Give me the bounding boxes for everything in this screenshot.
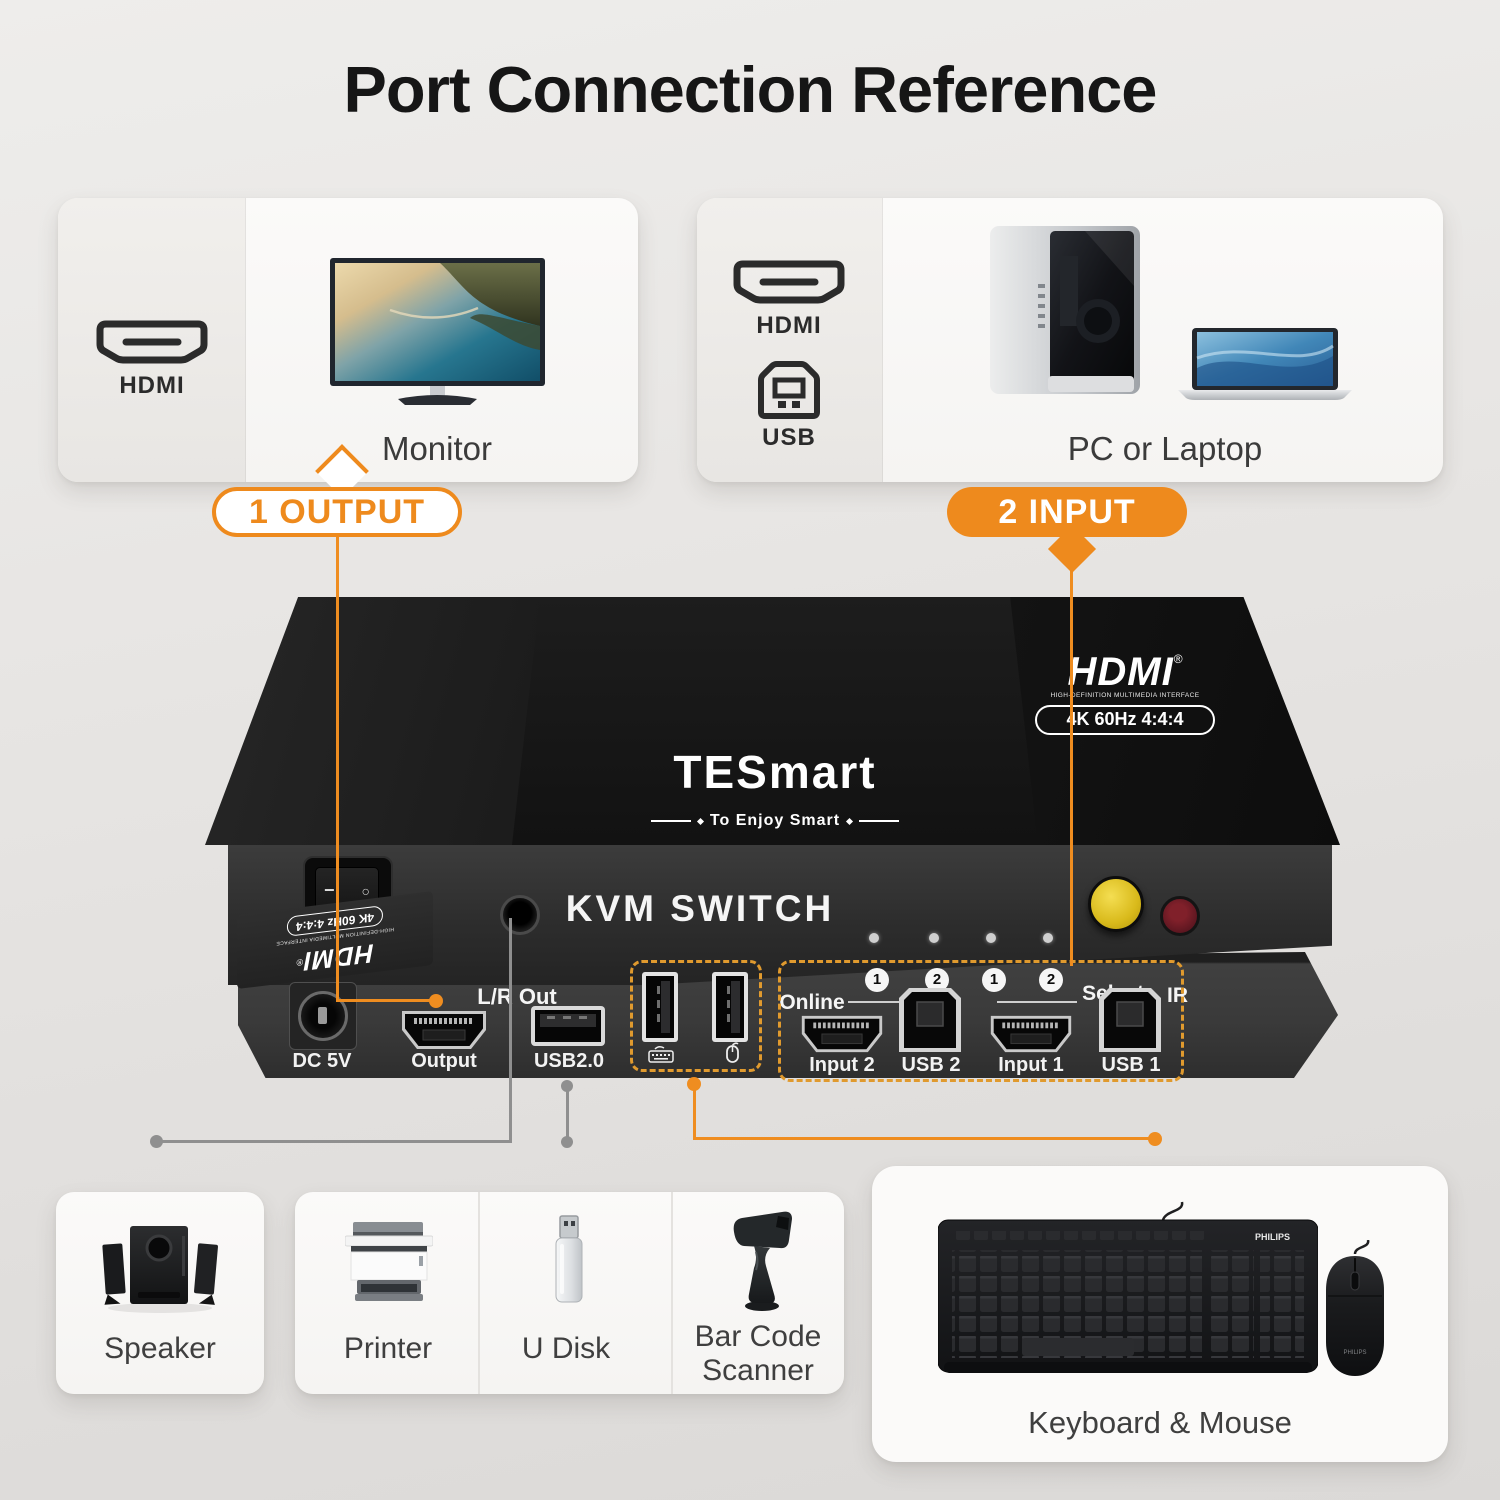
output-connection-line-vertical — [336, 535, 339, 1001]
tagline-decoration — [846, 817, 854, 825]
usb-icon — [757, 360, 821, 422]
barcode-scanner-label-line2: Scanner — [702, 1354, 814, 1387]
keyboard-icon — [648, 1044, 674, 1064]
select-button[interactable] — [1088, 876, 1144, 932]
hdmi-logo-block: HDMI® HIGH-DEFINITION MULTIMEDIA INTERFA… — [1035, 652, 1215, 735]
online-connector-line — [848, 1001, 940, 1003]
select-indicator-2: 2 — [1039, 968, 1063, 992]
hdmi-icon — [96, 320, 208, 370]
dc-power-jack[interactable] — [289, 982, 357, 1050]
card-divider — [671, 1192, 673, 1394]
hdmi-input1-port[interactable] — [987, 1014, 1075, 1054]
dc-jack-barrel — [298, 991, 348, 1041]
keyboard-usb-port[interactable] — [642, 972, 678, 1042]
speaker-label: Speaker — [104, 1332, 216, 1365]
usb-connection-line — [566, 1086, 569, 1142]
dc-port-label: DC 5V — [292, 1050, 352, 1072]
power-circle-mark: ○ — [361, 883, 370, 899]
hdmi-logo-subtext: HIGH-DEFINITION MULTIMEDIA INTERFACE — [1050, 692, 1200, 699]
speaker-connection-line-vertical — [509, 918, 512, 1142]
input2-port-label: Input 2 — [809, 1054, 875, 1076]
speaker-connection-line-horizontal — [157, 1140, 512, 1143]
select-connector-line — [997, 1001, 1077, 1003]
tagline-decoration — [859, 820, 900, 822]
output-connection-dot — [429, 994, 443, 1008]
input-connection-line-vertical — [1070, 556, 1073, 966]
mouse-icon — [724, 1042, 741, 1064]
mouse-image: PHILIPS — [1322, 1239, 1388, 1378]
dc-jack-pin — [318, 1007, 327, 1024]
monitor-label: Monitor — [381, 430, 493, 467]
speaker-image — [100, 1220, 220, 1314]
online-label: Online — [779, 991, 845, 1014]
pc-label: PC or Laptop — [1067, 430, 1263, 467]
output-badge: 1 OUTPUT — [212, 487, 462, 537]
online-indicator-1: 1 — [865, 968, 889, 992]
input1-port-label: Input 1 — [998, 1054, 1064, 1076]
select-indicator-1: 1 — [982, 968, 1006, 992]
barcode-scanner-image — [726, 1210, 796, 1312]
hdmi-icon-label: HDMI — [756, 312, 822, 339]
usb-icon-label: USB — [762, 424, 816, 451]
page-title: Port Connection Reference — [343, 53, 1158, 126]
hdmi-icon — [733, 260, 845, 310]
mouse-brand: PHILIPS — [1343, 1350, 1366, 1356]
brand-logo: TESmart — [673, 746, 877, 798]
barcode-scanner-label-line1: Bar Code — [694, 1320, 822, 1353]
usb2-port[interactable] — [897, 986, 963, 1054]
online-led-1 — [869, 933, 879, 943]
hdmi-logo-text: HDMI® — [1067, 650, 1183, 694]
keyboard-connection-line-vertical — [693, 1084, 696, 1140]
power-dash-mark: − — [324, 880, 335, 900]
keyboard-mouse-port-group — [630, 960, 762, 1072]
keyboard-brand: PHILIPS — [1255, 1232, 1290, 1242]
monitor-image — [330, 258, 545, 406]
select-led-1 — [986, 933, 996, 943]
brand-tagline: To Enjoy Smart — [625, 812, 925, 830]
udisk-image — [550, 1214, 588, 1306]
usb-connection-dot-bottom — [561, 1136, 573, 1148]
output-port-label: Output — [411, 1050, 477, 1072]
select-led-2 — [1043, 933, 1053, 943]
pc-card-connector-strip — [697, 198, 883, 482]
keyboard-mouse-label: Keyboard & Mouse — [1028, 1405, 1292, 1440]
usb-connection-dot-top — [561, 1080, 573, 1092]
tagline-text: To Enjoy Smart — [709, 812, 841, 829]
hdmi-icon-label: HDMI — [119, 372, 185, 399]
usb1-port-label: USB 1 — [1101, 1054, 1161, 1076]
usb2-port-label: USB 2 — [901, 1054, 961, 1076]
usb20-port[interactable] — [531, 1006, 605, 1046]
keyboard-connection-line-horizontal — [693, 1137, 1156, 1140]
printer-label: Printer — [343, 1332, 433, 1365]
input-port-group — [778, 960, 1184, 1082]
audio-jack-label: L/R Out — [477, 984, 557, 1009]
online-led-2 — [929, 933, 939, 943]
udisk-label: U Disk — [521, 1332, 611, 1365]
audio-jack[interactable] — [500, 895, 540, 935]
output-connection-line-horizontal — [336, 999, 436, 1002]
tagline-decoration — [650, 820, 691, 822]
laptop-image — [1178, 328, 1352, 402]
resolution-badge: 4K 60Hz 4:4:4 — [1035, 705, 1215, 735]
keyboard-connection-dot-end — [1148, 1132, 1162, 1146]
hdmi-logo-reg: ® — [1173, 652, 1183, 666]
input-badge: 2 INPUT — [947, 487, 1187, 537]
ir-receiver — [1160, 896, 1200, 936]
pc-tower-image — [990, 226, 1140, 402]
hdmi-output-port[interactable] — [398, 1010, 490, 1050]
tagline-decoration — [696, 817, 704, 825]
front-panel-title: KVM SWITCH — [565, 888, 835, 929]
mouse-usb-port[interactable] — [712, 972, 748, 1042]
hdmi-input2-port[interactable] — [798, 1014, 886, 1054]
keyboard-image: PHILIPS — [937, 1200, 1319, 1386]
usb1-port[interactable] — [1097, 986, 1163, 1054]
printer-image — [344, 1222, 434, 1306]
kvm-device-top-plateau — [512, 597, 1038, 845]
speaker-connection-dot — [150, 1135, 163, 1148]
card-divider — [478, 1192, 480, 1394]
usb20-port-label: USB2.0 — [533, 1050, 605, 1072]
